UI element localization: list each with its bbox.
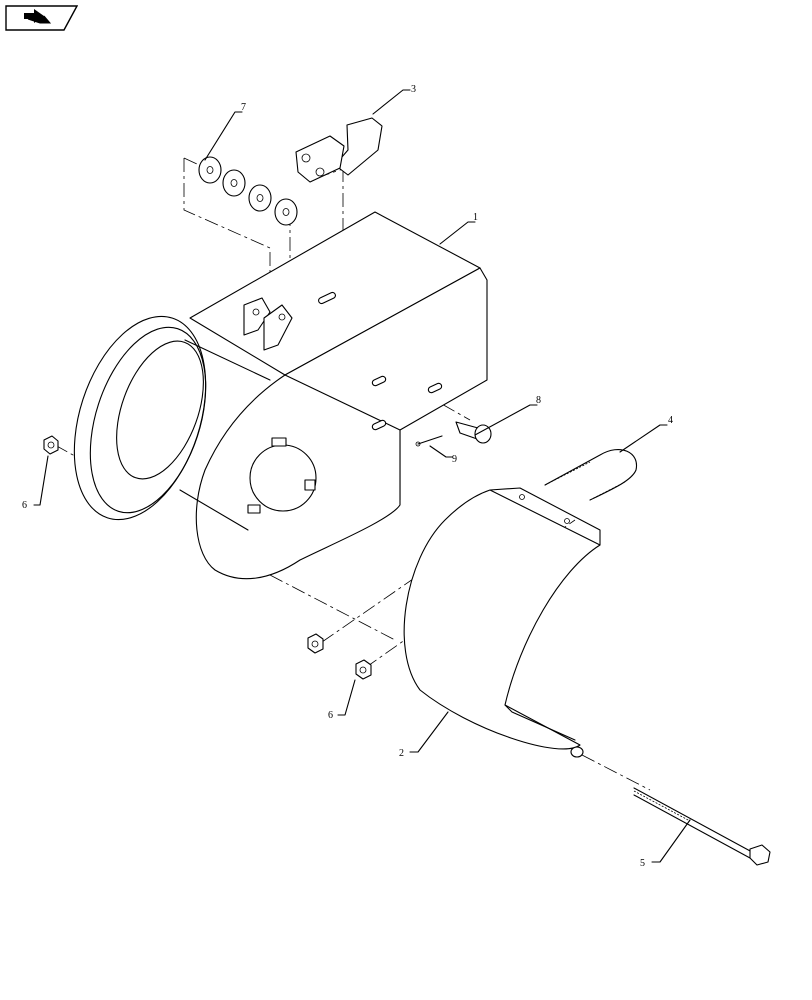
callout-6-lower: 6 — [328, 710, 333, 721]
latch-part-3 — [295, 117, 383, 183]
callout-1: 1 — [473, 212, 478, 223]
u-bolt-part-4 — [544, 449, 637, 501]
callout-2: 2 — [399, 748, 404, 759]
cotter-pin-part-9 — [415, 435, 443, 447]
bolt-part-5 — [633, 787, 771, 866]
callout-leaders — [33, 89, 691, 863]
callout-6-left: 6 — [22, 500, 27, 511]
callout-4: 4 — [668, 415, 673, 426]
callout-3: 3 — [411, 84, 416, 95]
housing-part-1 — [73, 211, 488, 580]
callout-5: 5 — [640, 858, 645, 869]
next-page-button[interactable] — [4, 4, 78, 32]
next-page-arrow-icon — [24, 9, 52, 24]
callout-8: 8 — [536, 395, 541, 406]
washers-part-7 — [198, 156, 298, 226]
shield-part-2 — [403, 487, 601, 758]
clevis-pin-part-8 — [455, 421, 492, 444]
nut-part-6-middle — [307, 633, 324, 654]
nut-part-6-lower — [355, 659, 372, 680]
callout-7: 7 — [241, 102, 246, 113]
nut-part-6-left — [43, 435, 59, 455]
callout-9: 9 — [452, 454, 457, 465]
